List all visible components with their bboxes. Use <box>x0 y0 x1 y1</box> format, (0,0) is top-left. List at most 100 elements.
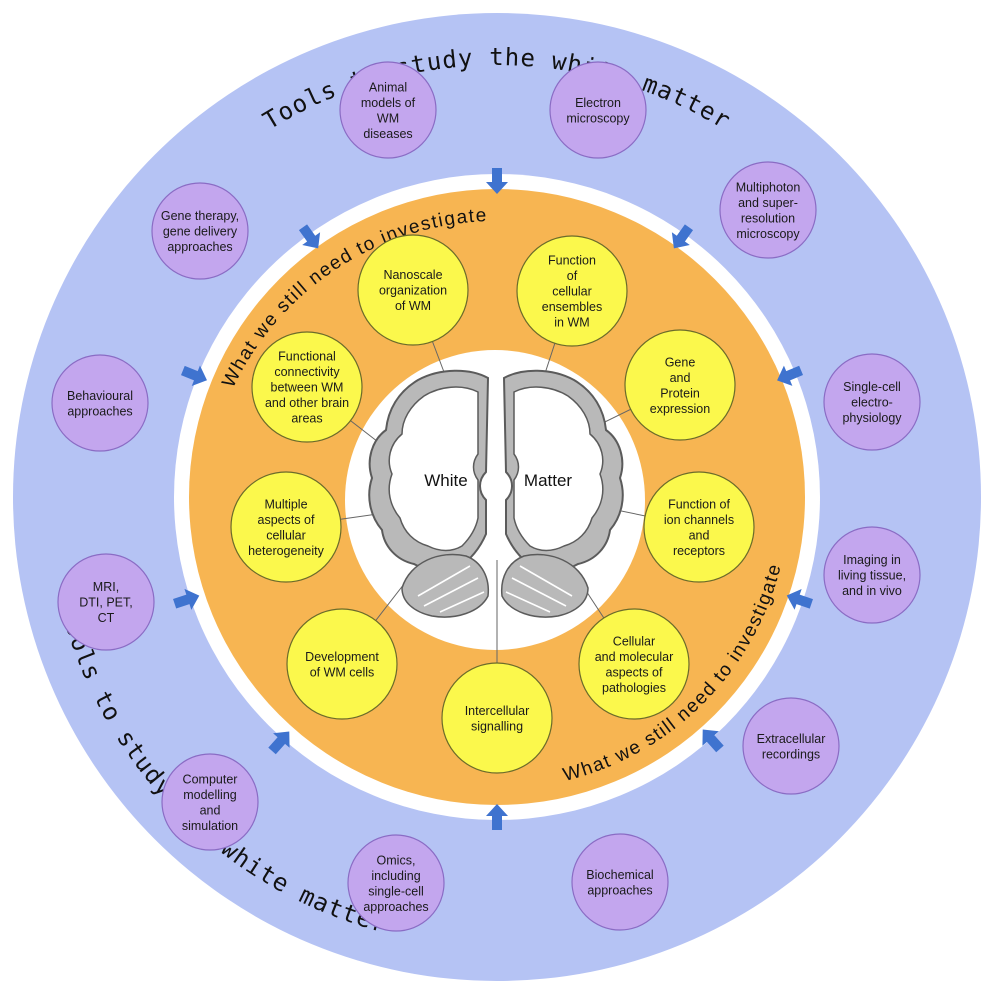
investigation-circle-shape <box>643 471 755 583</box>
arrow-icon <box>671 224 694 249</box>
tool-circle-shape <box>549 61 647 159</box>
investigation-label-line: Function <box>548 254 596 268</box>
tool-label-line: modelling <box>183 788 237 802</box>
investigation-label-line: of WM cells <box>310 665 375 679</box>
tool-circle-2: Multiphoton and super-resolution microscop… <box>719 161 817 259</box>
tool-label-line: and in vivo <box>842 584 902 598</box>
investigation-label-line: Intercellular <box>465 704 530 718</box>
tool-label-line: living tissue, <box>838 569 906 583</box>
investigation-label-line: between WM <box>271 381 344 395</box>
tool-label-line: models of <box>361 96 416 110</box>
investigation-circle-shape <box>624 329 736 441</box>
investigation-label-line: connectivity <box>274 365 340 379</box>
investigation-label-line: pathologies <box>602 681 666 695</box>
tool-label-line: gene delivery <box>163 225 238 239</box>
investigation-label-line: ion channels <box>664 513 734 527</box>
tool-label-line: approaches <box>67 404 132 418</box>
tool-label-line: simulation <box>182 819 238 833</box>
tool-label-line: approaches <box>167 240 232 254</box>
cerebellum-folia <box>417 565 573 613</box>
arrow-icon <box>702 729 724 753</box>
arrow-icon <box>486 804 508 830</box>
tool-label-line: resolution <box>741 211 795 225</box>
investigation-label-line: of WM <box>395 299 431 313</box>
tool-label-line: Animal <box>369 80 407 94</box>
investigation-label-line: aspects of <box>606 665 664 679</box>
tool-label-line: including <box>371 869 420 883</box>
tool-label-line: Electron <box>575 96 621 110</box>
investigation-label-line: Development <box>305 650 379 664</box>
investigation-label-line: of <box>567 269 578 283</box>
tool-circle-shape <box>719 161 817 259</box>
investigation-circle-shape <box>357 234 469 346</box>
arrow-icon <box>181 365 207 386</box>
arrow-icon <box>786 588 813 610</box>
investigation-label-line: areas <box>291 412 322 426</box>
tool-circle-9: MRI,DTI, PET,CT <box>57 553 155 651</box>
investigation-label-line: and <box>689 528 710 542</box>
tool-circle-shape <box>823 526 921 624</box>
investigation-label-line: Cellular <box>613 634 655 648</box>
investigation-label-line: Protein <box>660 386 700 400</box>
tool-circle-shape <box>339 61 437 159</box>
tool-label-line: Single-cell <box>843 380 901 394</box>
tool-label-line: Multiphoton <box>736 180 801 194</box>
tool-circle-4: Imaging in living tissue,and in vivo <box>823 526 921 624</box>
investigation-circle-shape <box>441 662 553 774</box>
investigation-label-line: ensembles <box>542 300 602 314</box>
tool-label-line: microscopy <box>736 227 800 241</box>
cerebellum-left <box>401 553 490 618</box>
arrow-icon <box>298 224 321 249</box>
tool-circle-shape <box>57 553 155 651</box>
brain-left-inner <box>388 386 479 552</box>
tool-label-line: electro- <box>851 396 893 410</box>
arrow-icon <box>173 588 200 610</box>
investigation-circle-shape <box>578 608 690 720</box>
tool-label-line: and <box>200 803 221 817</box>
arrow-icon <box>268 731 290 755</box>
investigation-label-line: Functional <box>278 350 336 364</box>
investigation-label-line: Gene <box>665 355 696 369</box>
arrow-icon <box>486 168 508 194</box>
tool-label-line: Behavioural <box>67 389 133 403</box>
tool-label-line: approaches <box>587 883 652 897</box>
investigation-label-line: and other brain <box>265 396 349 410</box>
arrow-icon <box>777 365 803 386</box>
tool-circle-shape <box>571 833 669 931</box>
tool-label-line: and super- <box>738 196 798 210</box>
tool-label-line: Biochemical <box>586 868 653 882</box>
tool-circle-shape <box>161 753 259 851</box>
tool-circle-shape <box>823 353 921 451</box>
investigation-label-line: receptors <box>673 544 725 558</box>
tool-circle-shape <box>151 182 249 280</box>
investigation-label-line: cellular <box>266 528 306 542</box>
tool-label-line: Gene therapy, <box>161 209 239 223</box>
tool-label-line: Imaging in <box>843 553 901 567</box>
investigation-label-line: signalling <box>471 719 523 733</box>
tool-label-line: Extracellular <box>757 732 826 746</box>
investigation-label-line: aspects of <box>258 513 316 527</box>
arrows <box>173 168 813 830</box>
tool-circle-shape <box>347 834 445 932</box>
investigation-label-line: Nanoscale <box>383 268 442 282</box>
investigation-circle-shape <box>516 235 628 347</box>
tool-circle-shape <box>742 697 840 795</box>
tool-label-line: single-cell <box>368 884 424 898</box>
